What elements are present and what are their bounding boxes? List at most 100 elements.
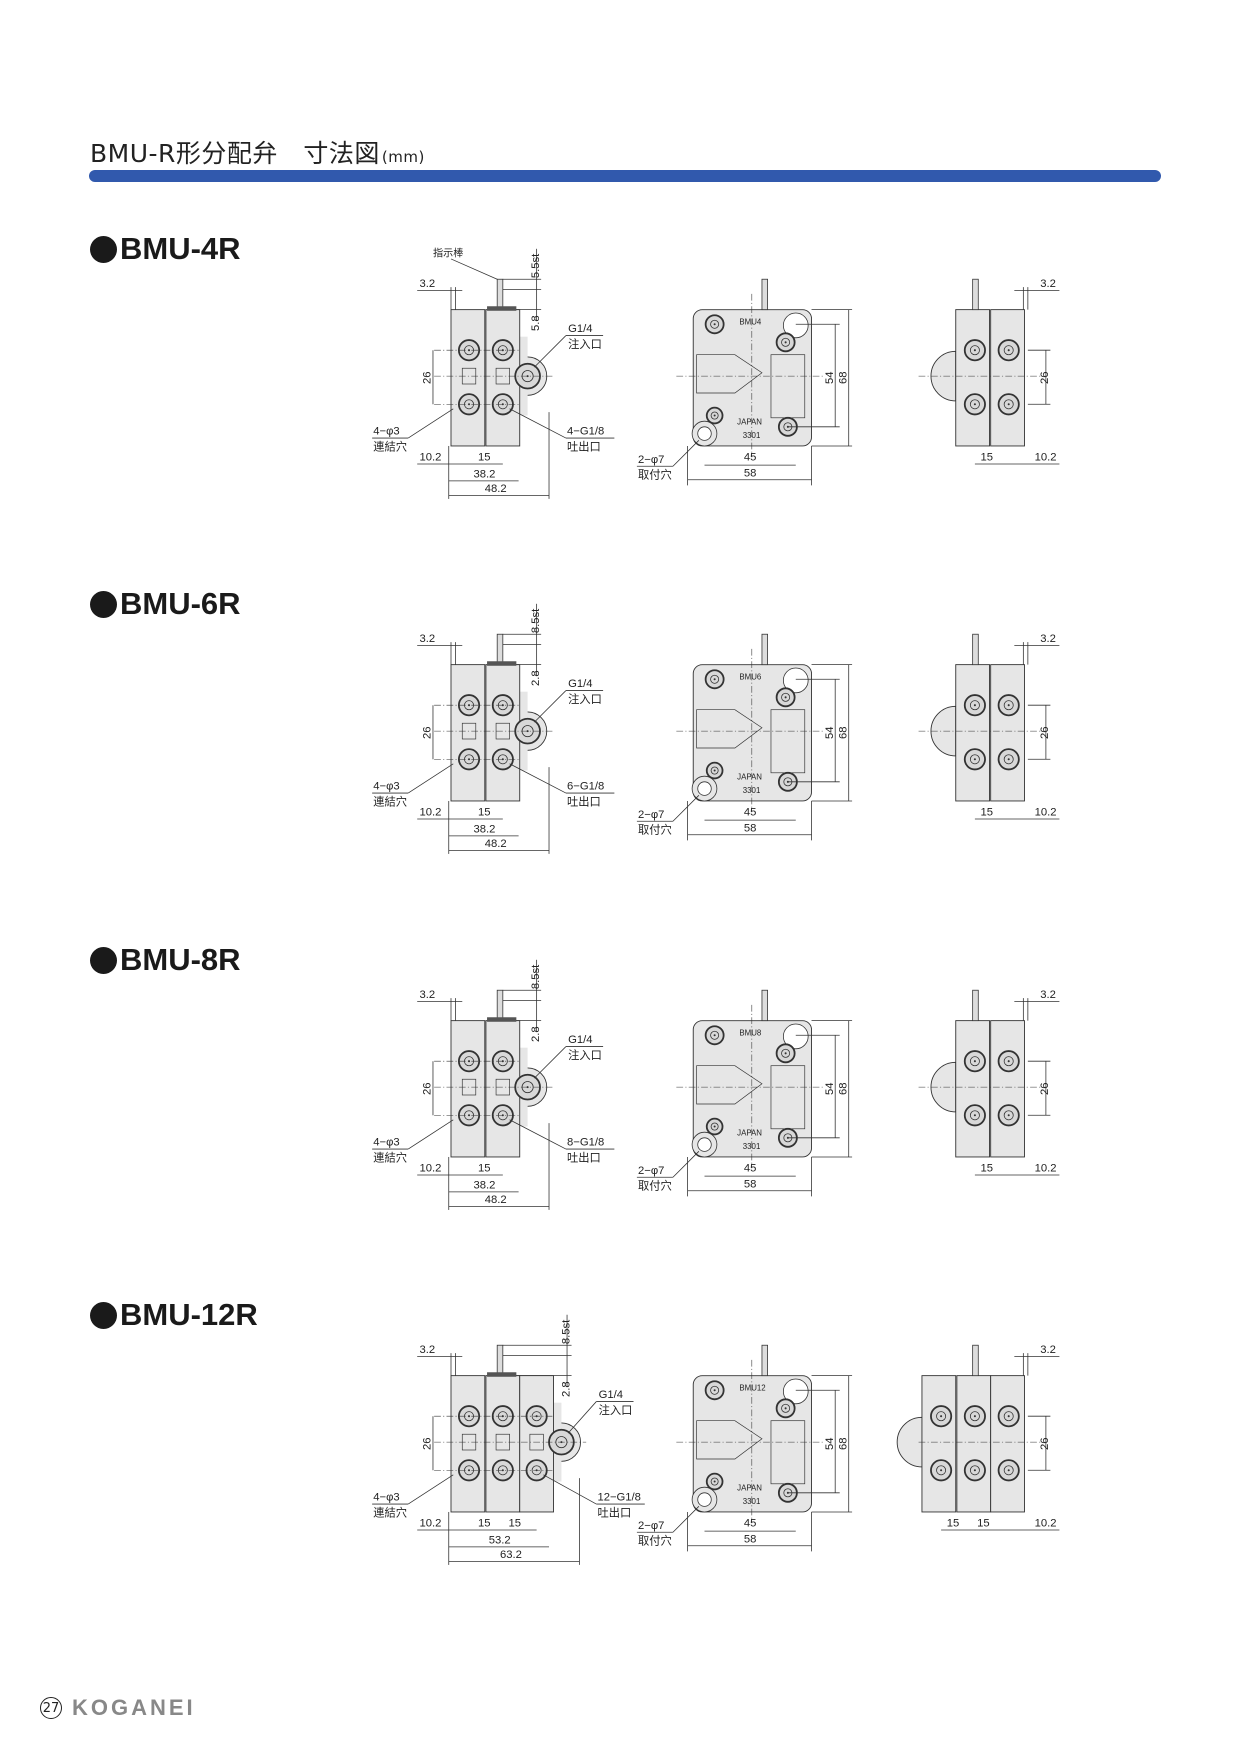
mount-holes-label: 2−φ7 (638, 1520, 664, 1532)
valve-plate (450, 1375, 486, 1513)
pitch-label: 15 (478, 452, 491, 464)
pitch-label: 15 (508, 1518, 521, 1530)
port-center (940, 1415, 943, 1418)
inner-width-label: 38.2 (474, 1180, 496, 1192)
bullet-icon (90, 590, 117, 618)
section-heading: BMU-6R (90, 586, 241, 622)
drawing-group: 8.5st2.83.226G1/4注入口4−φ3連結穴6−G1/8吐出口10.2… (372, 603, 1060, 854)
indicator-label: 指示棒 (433, 247, 463, 260)
valve-plate (450, 664, 486, 802)
front-view: 5.5st5.8指示棒3.226G1/4注入口4−φ3連結穴4−G1/8吐出口1… (372, 247, 615, 499)
rod-gap-label: 5.8 (530, 315, 542, 331)
title-bar (89, 170, 1161, 182)
indicator-rod (496, 633, 504, 666)
side-width-label: 10.2 (1035, 807, 1057, 819)
mount-pitch-v-label: 54 (824, 1437, 836, 1450)
port-center (973, 1415, 976, 1418)
inlet-jp-label: 注入口 (568, 692, 602, 706)
dimension-drawing: 5.5st5.8指示棒3.226G1/4注入口4−φ3連結穴4−G1/8吐出口1… (372, 247, 1060, 499)
brand-logo: KOGANEI (72, 1695, 196, 1720)
dimension-line (534, 690, 567, 723)
inlet-label: G1/4 (568, 323, 592, 335)
drawing-group: 5.5st5.8指示棒3.226G1/4注入口4−φ3連結穴4−G1/8吐出口1… (372, 247, 1060, 499)
port-center (784, 696, 787, 699)
mount-hole (782, 1023, 809, 1050)
port-thread (936, 1465, 947, 1476)
inlet-label: G1/4 (568, 1034, 592, 1046)
port-thread (969, 399, 980, 410)
pitch-top-label: 3.2 (1040, 278, 1056, 290)
port-center (786, 1491, 789, 1494)
dimension-line (672, 1506, 700, 1533)
body-detail (696, 354, 763, 394)
rod-cap (487, 1372, 517, 1377)
port-thread (969, 1110, 980, 1121)
indicator-rod (496, 1344, 504, 1377)
height-label: 68 (837, 371, 849, 384)
port-thread (781, 337, 791, 347)
port-center (784, 1052, 787, 1055)
body-detail (696, 1065, 763, 1105)
height-label: 68 (837, 1437, 849, 1450)
port-thread (710, 1385, 720, 1395)
japan-mark: JAPAN (737, 418, 762, 427)
dimension-line (407, 763, 454, 794)
inner-width-label: 38.2 (474, 469, 496, 481)
mount-hole (697, 781, 712, 796)
rod-cap (487, 306, 517, 311)
link-holes-label: 4−φ3 (373, 426, 399, 438)
model-mark: BMU8 (739, 1028, 761, 1037)
port-thread (781, 1048, 791, 1058)
center-dist-label: 26 (1039, 726, 1051, 739)
dimension-drawing: 8.5st2.83.226G1/4注入口4−φ3連結穴6−G1/8吐出口10.2… (372, 603, 1060, 854)
dimension-line (450, 258, 498, 280)
width-label: 58 (744, 822, 757, 834)
port-center (1007, 704, 1010, 707)
port-thread (969, 345, 980, 356)
valve-plate (956, 1375, 992, 1513)
japan-mark: JAPAN (737, 1484, 762, 1493)
dimension-line (672, 795, 700, 822)
pitch-top-label: 3.2 (1040, 989, 1056, 1001)
valve-plate (955, 664, 990, 802)
center-dist-label: 26 (422, 1082, 434, 1095)
port-center (940, 1469, 943, 1472)
port-thread (969, 1411, 980, 1422)
link-holes-label: 4−φ3 (373, 781, 399, 793)
mount-holes-jp-label: 取付穴 (638, 468, 672, 482)
drawing-group: 8.5st2.83.226G1/4注入口4−φ3連結穴12−G1/8吐出口10.… (372, 1314, 1060, 1565)
valve-plate (485, 1375, 521, 1513)
port-thread (531, 1465, 542, 1476)
total-width-label: 63.2 (500, 1549, 522, 1561)
port-thread (781, 692, 791, 702)
center-dist-label: 26 (422, 726, 434, 739)
mount-pitch-v-label: 54 (824, 371, 836, 384)
port-center (973, 704, 976, 707)
port-thread (969, 1056, 980, 1067)
mount-holes-jp-label: 取付穴 (638, 823, 672, 837)
inlet-label: G1/4 (599, 1389, 623, 1401)
port-center (713, 1389, 716, 1392)
total-width-label: 48.2 (485, 838, 507, 850)
pitch-label: 15 (977, 1518, 990, 1530)
code-mark: 3301 (743, 431, 761, 440)
port-center (1007, 758, 1010, 761)
port-center (786, 780, 789, 783)
indicator-rod (496, 278, 504, 311)
body-detail (770, 354, 806, 419)
indicator-rod (972, 1344, 979, 1377)
section-heading: BMU-8R (90, 942, 241, 978)
inner-width-label: 53.2 (489, 1535, 511, 1547)
valve-plate (519, 1375, 554, 1513)
indicator-rod (761, 1344, 768, 1377)
port-center (1007, 403, 1010, 406)
port-center (973, 758, 976, 761)
inlet-jp-label: 注入口 (599, 1403, 633, 1417)
port-center (1007, 1060, 1010, 1063)
side-width-label: 10.2 (1035, 1518, 1057, 1530)
page-title: BMU-R形分配弁 寸法図(mm) (90, 134, 425, 170)
